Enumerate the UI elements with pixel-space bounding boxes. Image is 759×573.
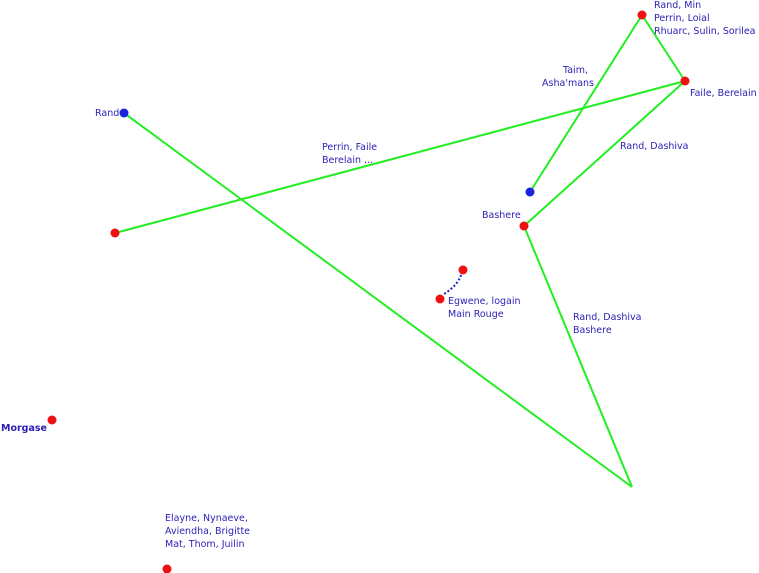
markers [47, 10, 690, 573]
marker-perrin-faile[interactable] [110, 228, 120, 238]
marker-egwene-start[interactable] [458, 265, 468, 275]
label-rand-min: Rand, Min Perrin, Loial Rhuarc, Sulin, S… [654, 0, 756, 37]
marker-faile-berelain[interactable] [680, 76, 690, 86]
label-morgase: Morgase [1, 423, 47, 434]
egwene-dotted-path [443, 270, 463, 295]
labels: Rand, Min Perrin, Loial Rhuarc, Sulin, S… [1, 0, 757, 550]
route-rand-min-to-taim [529, 14, 643, 193]
label-bashere: Bashere [482, 210, 521, 221]
marker-taim[interactable] [525, 187, 535, 197]
route-faile-to-west [114, 80, 686, 234]
route-rand-to-south [123, 112, 633, 488]
routes [114, 14, 686, 488]
label-elayne: Elayne, Nynaeve, Aviendha, Brigitte Mat,… [165, 513, 253, 550]
label-egwene: Egwene, logain Main Rouge [448, 296, 524, 320]
label-perrin-faile: Perrin, Faile Berelain ... [322, 142, 380, 166]
marker-rand-min[interactable] [637, 10, 647, 20]
route-rand-min-to-faile [641, 14, 686, 82]
marker-elayne[interactable] [162, 564, 172, 573]
route-bashere-to-south [523, 225, 633, 488]
marker-bashere[interactable] [519, 221, 529, 231]
label-faile-berelain: Faile, Berelain [690, 88, 757, 99]
marker-rand[interactable] [119, 108, 129, 118]
label-rand-dashiva-bashere: Rand, Dashiva Bashere [573, 312, 645, 336]
label-taim: Taim, Asha'mans [542, 65, 594, 89]
marker-morgase[interactable] [47, 415, 57, 425]
label-rand-dashiva-top: Rand, Dashiva [620, 141, 689, 152]
route-faile-to-bashere [523, 80, 686, 227]
marker-egwene[interactable] [435, 294, 445, 304]
label-rand: Rand [95, 108, 119, 119]
